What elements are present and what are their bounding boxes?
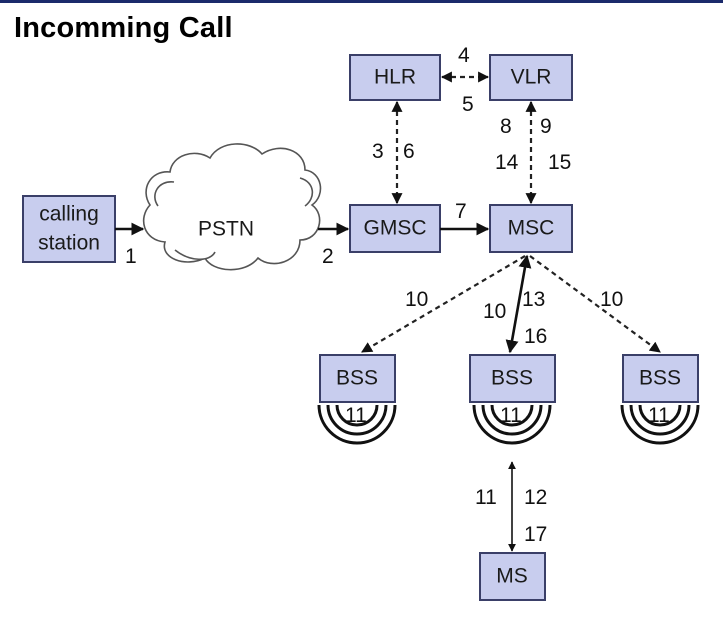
pstn-label: PSTN — [198, 218, 254, 241]
bss-label-center: BSS — [491, 367, 533, 390]
step-6: 6 — [403, 140, 415, 163]
hlr-label: HLR — [374, 66, 416, 89]
gmsc-label: GMSC — [364, 217, 427, 240]
radio-waves-icon-left — [317, 404, 397, 445]
bss-label-right: BSS — [639, 367, 681, 390]
step-10-center: 10 — [483, 300, 506, 323]
step-11-center: 11 — [500, 404, 522, 427]
step-13: 13 — [522, 288, 545, 311]
vlr-label: VLR — [511, 66, 552, 89]
radio-waves-icon-right — [620, 404, 700, 445]
step-10-right: 10 — [600, 288, 623, 311]
step-9: 9 — [540, 115, 552, 138]
page-title: Incomming Call — [14, 12, 233, 44]
step-4: 4 — [458, 44, 470, 67]
vlr-box — [489, 54, 573, 101]
bss-box-left — [319, 354, 396, 403]
step-7: 7 — [455, 200, 467, 223]
hlr-box — [349, 54, 441, 101]
gmsc-box — [349, 204, 441, 253]
step-10-left: 10 — [405, 288, 428, 311]
step-11-left: 11 — [345, 404, 367, 427]
step-8: 8 — [500, 115, 512, 138]
calling-station-label-line1: calling — [39, 203, 99, 226]
step-5: 5 — [462, 93, 474, 116]
ms-label: MS — [496, 565, 528, 588]
step-16: 16 — [524, 325, 547, 348]
bss-label-left: BSS — [336, 367, 378, 390]
arrow-msc-bss-center — [505, 254, 532, 354]
step-17: 17 — [524, 523, 547, 546]
msc-label: MSC — [508, 217, 555, 240]
pstn-cloud — [142, 143, 322, 271]
bss-box-right — [622, 354, 699, 403]
calling-station-label-line2: station — [38, 232, 100, 255]
calling-station-box — [22, 195, 116, 263]
bss-box-center — [469, 354, 556, 403]
step-2: 2 — [322, 245, 334, 268]
step-11-right: 11 — [648, 404, 670, 427]
step-12: 12 — [524, 486, 547, 509]
msc-box — [489, 204, 573, 253]
step-1: 1 — [125, 245, 137, 268]
top-border — [0, 0, 723, 3]
ms-box — [479, 552, 546, 601]
step-15: 15 — [548, 151, 571, 174]
radio-waves-icon-center — [472, 404, 552, 445]
step-11-ms: 11 — [475, 486, 497, 509]
arrow-msc-to-bss-left — [361, 255, 526, 353]
step-3: 3 — [372, 140, 384, 163]
arrow-msc-to-bss-right — [529, 255, 661, 353]
step-14: 14 — [495, 151, 519, 174]
